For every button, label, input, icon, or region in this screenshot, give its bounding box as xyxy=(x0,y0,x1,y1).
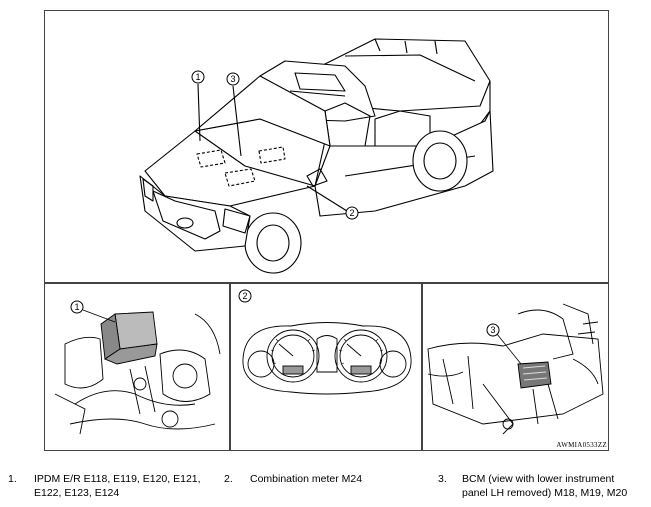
callout-3: 3 xyxy=(226,72,240,86)
callouts-main: 1 3 2 xyxy=(191,70,359,220)
legend-number: 1. xyxy=(8,473,17,485)
svg-text:1: 1 xyxy=(74,302,79,312)
svg-text:3: 3 xyxy=(230,74,235,84)
bcm-illustration: 3 xyxy=(427,303,604,435)
meter-illustration: 2 xyxy=(238,289,412,395)
callout-1: 1 xyxy=(191,70,205,84)
callout-3-detail: 3 xyxy=(486,323,500,337)
engine-bay-illustration: 1 xyxy=(54,300,221,435)
legend-text: Combination meter M24 xyxy=(250,473,363,485)
callout-1-detail: 1 xyxy=(70,300,84,314)
legend-text: E122, E123, E124 xyxy=(34,487,120,499)
legend-text: panel LH removed) M18, M19, M20 xyxy=(462,487,628,499)
truck-illustration xyxy=(139,38,494,274)
legend-text: IPDM E/R E118, E119, E120, E121, xyxy=(34,473,201,485)
callout-2-detail: 2 xyxy=(238,289,252,303)
svg-text:3: 3 xyxy=(490,325,495,335)
truck-overview-panel: 1 3 2 xyxy=(44,10,609,283)
svg-text:2: 2 xyxy=(242,291,247,301)
legend-number: 2. xyxy=(224,473,233,485)
callout-2: 2 xyxy=(345,206,359,220)
figure-code: AWMIA0533ZZ xyxy=(556,441,607,449)
legend-text: BCM (view with lower instrument xyxy=(462,473,615,485)
svg-text:2: 2 xyxy=(349,208,354,218)
bcm-detail-panel: 3 xyxy=(422,283,609,451)
combination-meter-panel: 2 xyxy=(230,283,422,451)
ipdm-detail-panel: 1 xyxy=(44,283,230,451)
legend-number: 3. xyxy=(438,473,447,485)
svg-text:1: 1 xyxy=(195,72,200,82)
